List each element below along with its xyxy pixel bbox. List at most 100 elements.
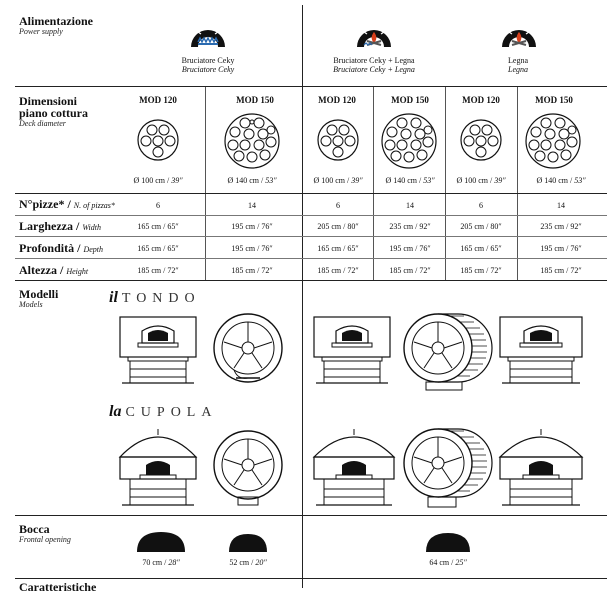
rule-top [15, 86, 607, 87]
supply-gas-line2: Bruciatore Ceky [181, 65, 235, 74]
cell-pizze-2: 14 [248, 201, 256, 210]
deck-size-6-cm: Ø 140 cm / [536, 176, 573, 185]
modelli-subtitle: Models [19, 300, 43, 309]
deck-size-3: Ø 100 cm / 39″ [300, 176, 376, 185]
deck-size-1-inch: 39″ [171, 176, 183, 185]
row-label-pizze-sub: N. of pizzas* [73, 201, 115, 210]
deck-section-label: Dimensioni piano cottura Deck diameter [19, 95, 88, 129]
deck-size-4-inch: 53″ [423, 176, 435, 185]
dimensioni-title-2: piano cottura [19, 106, 88, 120]
models-section-label: Modelli Models [19, 288, 58, 310]
model-header-3: MOD 120 [318, 95, 356, 105]
tondo-side-drawing [213, 313, 283, 383]
footer-partial-heading: Caratteristiche [19, 580, 97, 594]
opening-size-1-inch: 28″ [168, 558, 180, 567]
gas-and-wood-oven-icon [357, 19, 391, 47]
cell-width-4: 235 cm / 92″ [389, 222, 431, 231]
row-label-pizze: N°pizze* / N. of pizzas* [19, 197, 115, 211]
model-header-2: MOD 150 [236, 95, 274, 105]
cell-height-4: 185 cm / 72″ [389, 266, 431, 275]
row-label-depth-sub: Depth [83, 245, 104, 254]
deck-diagram-14-pizzas [224, 113, 280, 169]
cupola-front-drawing [118, 429, 198, 506]
modelli-title: Modelli [19, 287, 59, 301]
row-label-width-sub: Width [82, 223, 101, 232]
dimensioni-title-1: Dimensioni [19, 94, 78, 108]
cell-height-5: 185 cm / 72″ [460, 266, 502, 275]
cell-pizze-3: 6 [336, 201, 340, 210]
cell-height-2: 185 cm / 72″ [231, 266, 273, 275]
cell-depth-4: 195 cm / 76″ [389, 244, 431, 253]
cell-width-3: 205 cm / 80″ [317, 222, 359, 231]
deck-diagram-14-pizzas [381, 113, 437, 169]
model-header-1: MOD 120 [139, 95, 177, 105]
cell-width-2: 195 cm / 76″ [231, 222, 273, 231]
deck-size-6-inch: 53″ [574, 176, 586, 185]
main-column-divider [302, 5, 303, 588]
rule-bocca [15, 515, 607, 516]
deck-size-5: Ø 100 cm / 39″ [443, 176, 519, 185]
supply-wood-line2: Legna [508, 65, 528, 74]
deck-diagram-14-pizzas [525, 113, 581, 169]
row-label-height-main: Altezza [19, 263, 57, 277]
col-divider-1 [205, 86, 206, 280]
row-label-depth: Profondità / Depth [19, 241, 104, 255]
opening-size-3-cm: 64 cm / [429, 558, 454, 567]
opening-size-3: 64 cm / 25″ [408, 558, 488, 567]
deck-size-5-cm: Ø 100 cm / [456, 176, 493, 185]
cell-depth-3: 165 cm / 65″ [317, 244, 359, 253]
rule-bottom [15, 578, 607, 579]
deck-size-1-cm: Ø 100 cm / [133, 176, 170, 185]
opening-size-1: 70 cm / 28″ [121, 558, 201, 567]
bocca-subtitle: Frontal opening [19, 535, 71, 544]
supply-label-wood: Legna Legna [480, 56, 556, 74]
deck-size-4-cm: Ø 140 cm / [385, 176, 422, 185]
opening-size-2-inch: 20″ [255, 558, 267, 567]
row-label-depth-main: Profondità [19, 241, 75, 255]
col-divider-4 [445, 86, 446, 280]
cell-height-6: 185 cm / 72″ [540, 266, 582, 275]
alimentazione-subtitle: Power supply [19, 27, 63, 36]
deck-diagram-6-pizzas [460, 119, 502, 161]
row-label-width: Larghezza / Width [19, 219, 101, 233]
tondo-front-drawing [119, 316, 197, 384]
model-tondo-name: TONDO [121, 291, 201, 306]
gas-burner-oven-icon [191, 19, 225, 47]
rule-width [15, 236, 607, 237]
supply-gas-wood-line2: Bruciatore Ceky + Legna [333, 65, 415, 74]
row-label-pizze-main: N°pizze* [19, 197, 65, 211]
cupola-side-drawing [213, 430, 283, 506]
cell-pizze-4: 14 [406, 201, 414, 210]
deck-size-6: Ø 140 cm / 53″ [517, 176, 605, 185]
row-label-width-main: Larghezza [19, 219, 73, 233]
model-header-4: MOD 150 [391, 95, 429, 105]
model-tondo-prefix: il [109, 289, 118, 306]
cupola-front-drawing [312, 429, 396, 506]
model-header-5: MOD 120 [462, 95, 500, 105]
cell-pizze-6: 14 [557, 201, 565, 210]
deck-size-3-inch: 39″ [351, 176, 363, 185]
row-label-height-sub: Height [66, 267, 89, 276]
deck-size-2-inch: 53″ [265, 176, 277, 185]
col-divider-5 [517, 86, 518, 280]
supply-gas-line1: Bruciatore Ceky [181, 56, 235, 65]
dimensioni-subtitle: Deck diameter [19, 119, 66, 128]
col-divider-3 [373, 86, 374, 280]
wood-fire-oven-icon [502, 19, 536, 47]
tondo-front-drawing [499, 316, 583, 384]
cell-depth-6: 195 cm / 76″ [540, 244, 582, 253]
cell-width-6: 235 cm / 92″ [540, 222, 582, 231]
deck-size-2: Ø 140 cm / 53″ [212, 176, 292, 185]
model-header-6: MOD 150 [535, 95, 573, 105]
deck-size-1: Ø 100 cm / 39″ [120, 176, 196, 185]
opening-size-2-cm: 52 cm / [229, 558, 254, 567]
tondo-front-drawing [313, 316, 391, 384]
cell-depth-2: 195 cm / 76″ [231, 244, 273, 253]
row-label-height: Altezza / Height [19, 263, 89, 277]
opening-size-3-inch: 25″ [455, 558, 467, 567]
deck-diagram-6-pizzas [137, 119, 179, 161]
opening-shape-70 [137, 532, 185, 552]
cell-width-1: 165 cm / 65″ [137, 222, 179, 231]
